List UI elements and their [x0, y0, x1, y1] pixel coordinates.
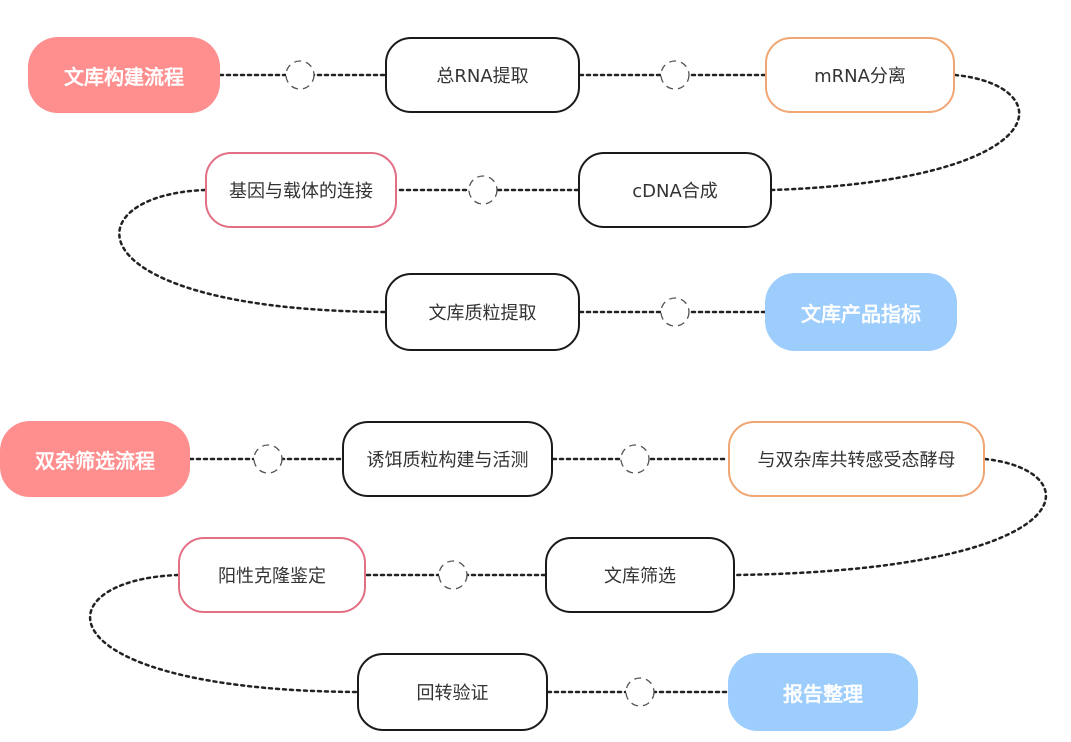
- connector-node-icon: [438, 560, 468, 590]
- flow2-step3-node: 文库筛选: [545, 537, 735, 613]
- connector-curve: [118, 188, 387, 314]
- flow1-step4-node: 基因与载体的连接: [205, 152, 397, 228]
- connector-node-icon: [660, 297, 690, 327]
- flow2-step2-node: 与双杂库共转感受态酵母: [728, 421, 985, 497]
- connector-node-icon: [620, 444, 650, 474]
- connector-node-icon: [253, 444, 283, 474]
- flow2-step5-node: 回转验证: [357, 653, 548, 731]
- connector-curve: [89, 573, 359, 694]
- connector-curve: [733, 457, 1047, 577]
- connector-node-icon: [468, 175, 498, 205]
- flow1-end-node: 文库产品指标: [765, 273, 957, 351]
- flow1-step3-node: cDNA合成: [578, 152, 772, 228]
- connector-node-icon: [285, 60, 315, 90]
- flow2-step4-node: 阳性克隆鉴定: [178, 537, 366, 613]
- connector-node-icon: [625, 677, 655, 707]
- flow2-step1-node: 诱饵质粒构建与活测: [342, 421, 553, 497]
- flow1-step1-node: 总RNA提取: [385, 37, 580, 113]
- flow1-step2-node: mRNA分离: [765, 37, 955, 113]
- flow1-step5-node: 文库质粒提取: [385, 273, 580, 351]
- connector-node-icon: [660, 60, 690, 90]
- flow1-start-node: 文库构建流程: [28, 37, 220, 113]
- connector-curve: [770, 73, 1021, 192]
- flow2-start-node: 双杂筛选流程: [0, 421, 190, 497]
- flow2-end-node: 报告整理: [728, 653, 918, 731]
